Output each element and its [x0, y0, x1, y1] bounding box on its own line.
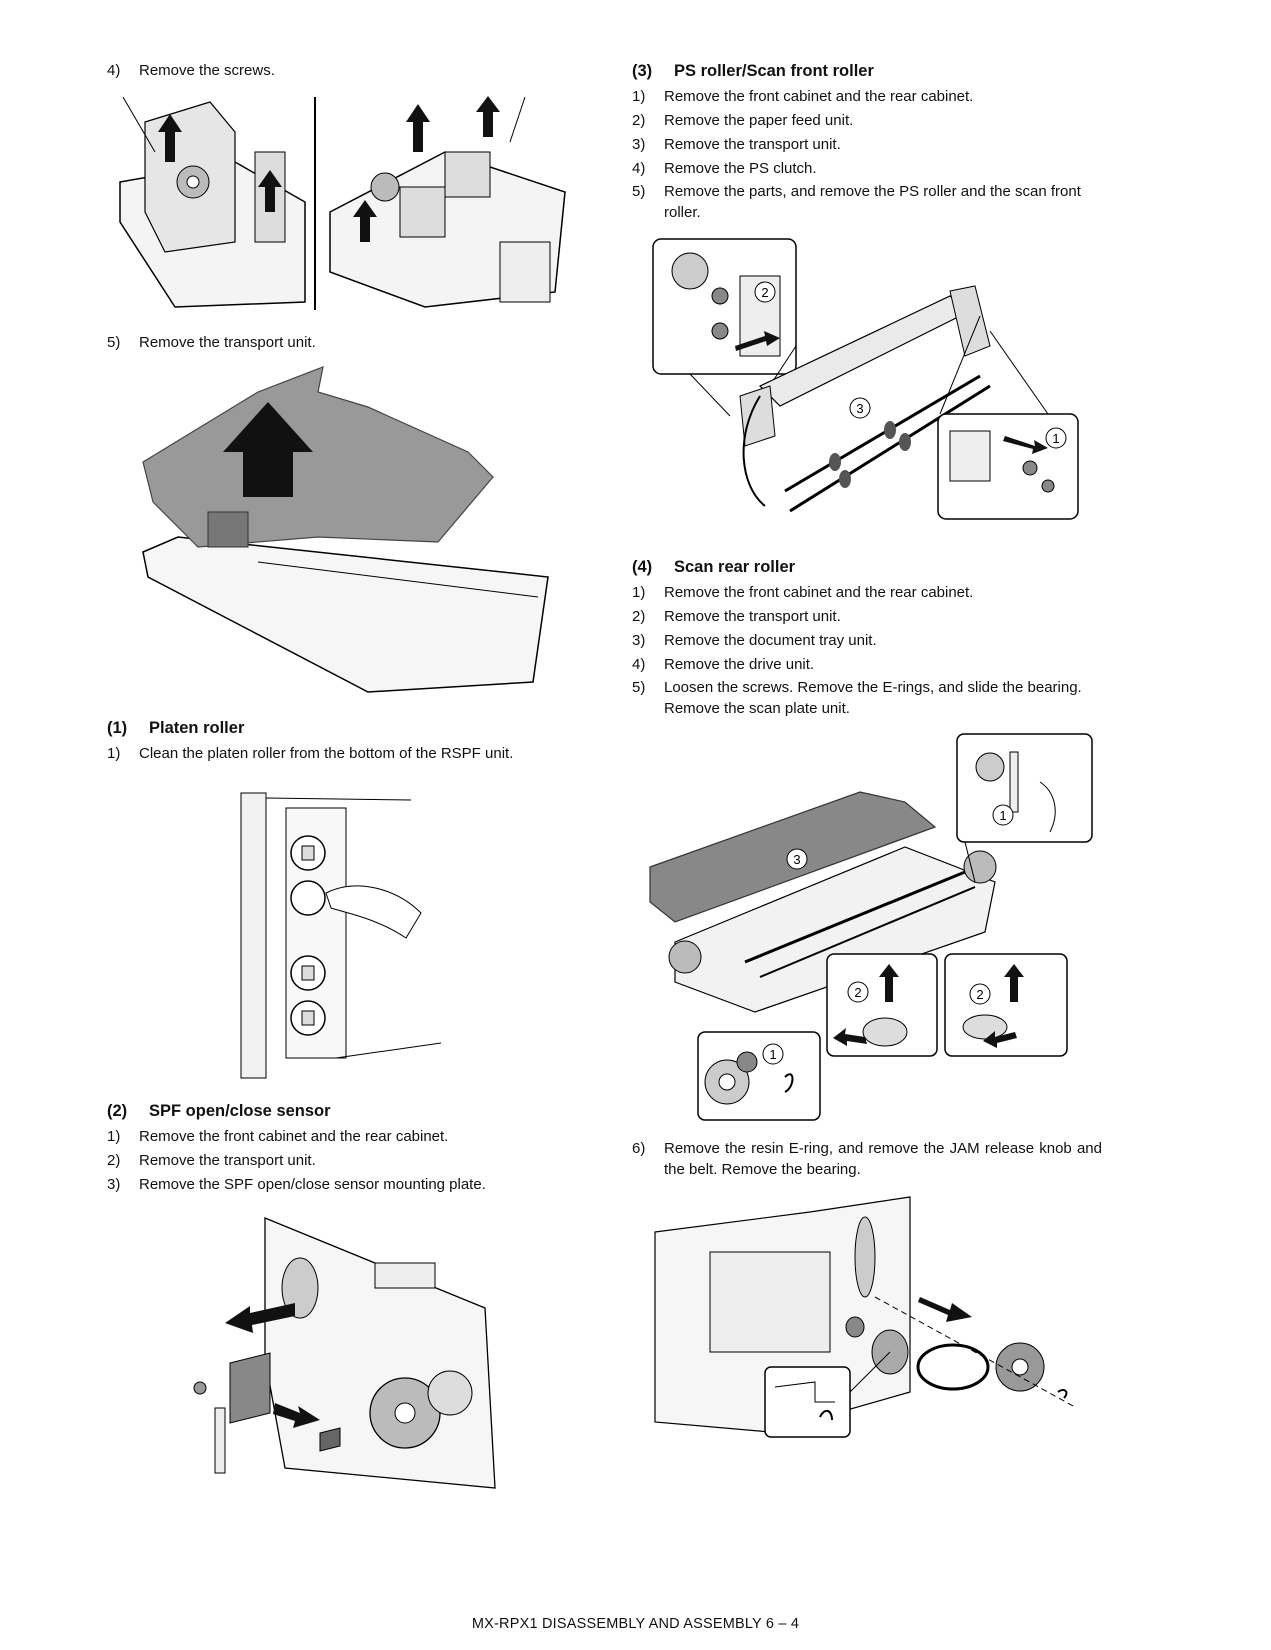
svg-text:1: 1: [1052, 431, 1059, 446]
svg-text:1: 1: [999, 808, 1006, 823]
step-ps-3: 3) Remove the transport unit.: [632, 136, 841, 153]
callout-2: [754, 281, 776, 303]
step-ps-4: 4) Remove the PS clutch.: [632, 160, 817, 177]
page-footer: MX-RPX1 DISASSEMBLY AND ASSEMBLY 6 – 4: [471, 1616, 800, 1632]
figure-platen-roller: [236, 788, 451, 1080]
step-spf-1: 1) Remove the front cabinet and the rear…: [107, 1128, 449, 1145]
svg-text:3: 3: [793, 852, 800, 867]
svg-text:3: 3: [856, 401, 863, 416]
svg-text:2: 2: [854, 985, 861, 1000]
step-remove-transport-unit: 5) Remove the transport unit.: [107, 334, 316, 351]
step-scan-4: 4) Remove the drive unit.: [632, 656, 815, 673]
figure-jam-release-knob: [650, 1192, 1090, 1442]
step-ps-5: 5) Remove the parts, and remove the PS r…: [632, 183, 1081, 221]
heading-ps-roller-scan-front-roller: (3) PS roller/Scan front roller: [632, 62, 874, 80]
step-clean-platen-roller: 1) Clean the platen roller from the bott…: [107, 745, 514, 762]
step-scan-6: 6) Remove the resin E-ring, and remove t…: [632, 1140, 1102, 1178]
svg-text:2: 2: [761, 285, 768, 300]
figure-scan-rear-roller: 1 3 2 2 1: [635, 732, 1095, 1122]
svg-text:2: 2: [976, 987, 983, 1002]
svg-text:1: 1: [769, 1047, 776, 1062]
step-spf-2: 2) Remove the transport unit.: [107, 1152, 316, 1169]
figure-remove-transport-unit: [138, 362, 553, 697]
step-ps-1: 1) Remove the front cabinet and the rear…: [632, 88, 974, 105]
step-scan-5: 5) Loosen the screws. Remove the E-rings…: [632, 679, 1082, 717]
heading-platen-roller: (1) Platen roller: [107, 719, 245, 737]
step-scan-3: 3) Remove the document tray unit.: [632, 632, 877, 649]
step-ps-2: 2) Remove the paper feed unit.: [632, 112, 854, 129]
figure-ps-roller: 2 3 1: [650, 236, 1085, 526]
step-scan-2: 2) Remove the transport unit.: [632, 608, 841, 625]
heading-scan-rear-roller: (4) Scan rear roller: [632, 558, 796, 576]
heading-spf-open-close-sensor: (2) SPF open/close sensor: [107, 1102, 331, 1120]
figure-spf-sensor: [185, 1208, 510, 1493]
step-remove-screws: 4) Remove the screws.: [107, 62, 275, 79]
step-spf-3: 3) Remove the SPF open/close sensor moun…: [107, 1176, 486, 1193]
figure-remove-screws: [115, 92, 575, 314]
step-scan-1: 1) Remove the front cabinet and the rear…: [632, 584, 974, 601]
